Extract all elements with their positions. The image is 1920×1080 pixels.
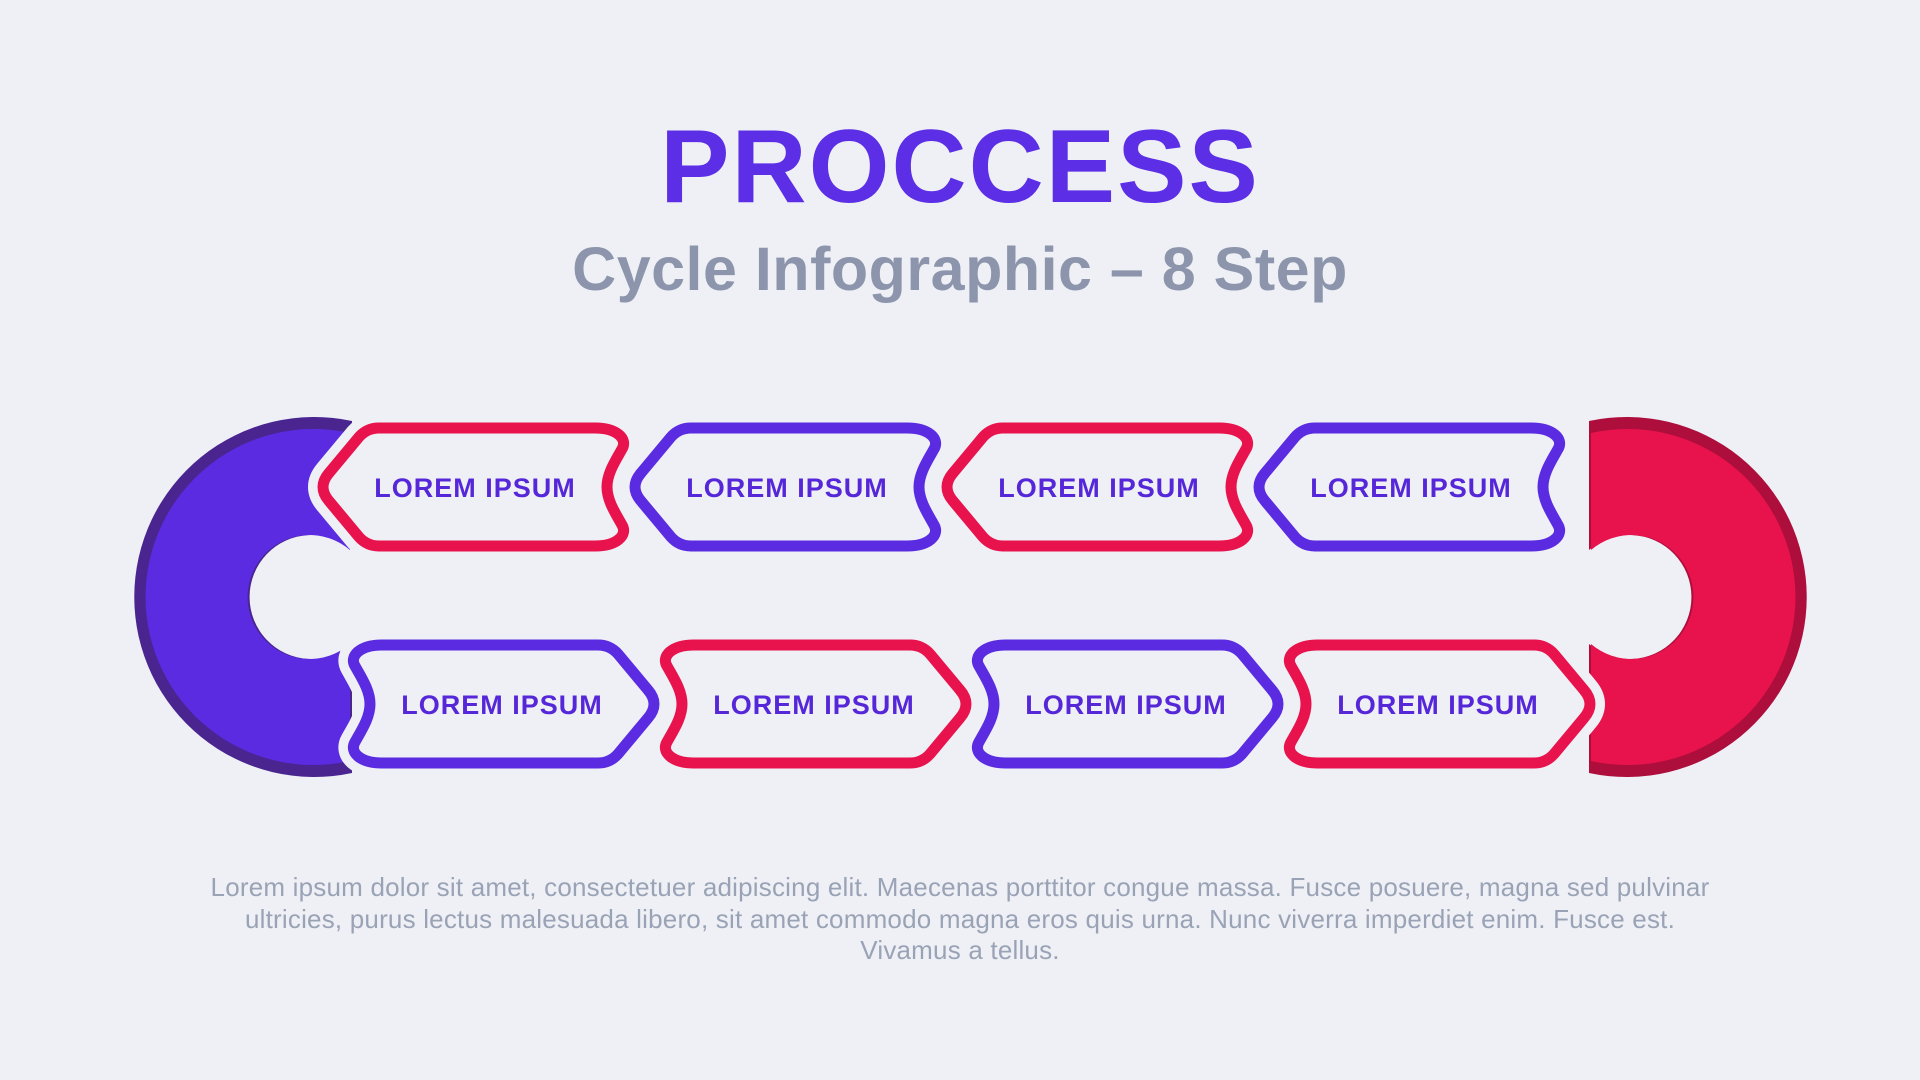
step-2-label: LOREM IPSUM — [686, 473, 888, 503]
step-1-arrow — [317, 422, 629, 552]
step-6-arrow — [660, 639, 972, 769]
step-1-label: LOREM IPSUM — [374, 473, 576, 503]
page-title: PROCCESS — [660, 109, 1260, 225]
step-7-label: LOREM IPSUM — [1025, 690, 1227, 720]
step-2-arrow — [629, 422, 941, 552]
step-labels: LOREM IPSUM LOREM IPSUM LOREM IPSUM LORE… — [374, 473, 1539, 720]
right-ring-shape — [1591, 428, 1796, 765]
page-subtitle: Cycle Infographic – 8 Step — [572, 235, 1348, 303]
step-6-label: LOREM IPSUM — [713, 690, 915, 720]
description-text: Lorem ipsum dolor sit amet, consectetuer… — [210, 872, 1710, 966]
step-arrows — [317, 422, 1596, 769]
step-5-label: LOREM IPSUM — [401, 690, 603, 720]
step-4-label: LOREM IPSUM — [1310, 473, 1512, 503]
step-7-arrow — [972, 639, 1284, 769]
step-8-arrow — [1284, 639, 1596, 769]
step-3-arrow — [941, 422, 1253, 552]
step-8-label: LOREM IPSUM — [1337, 690, 1539, 720]
step-4-arrow — [1253, 422, 1565, 552]
step-3-label: LOREM IPSUM — [998, 473, 1200, 503]
step-5-arrow — [348, 639, 660, 769]
left-ring-shape — [145, 428, 350, 766]
